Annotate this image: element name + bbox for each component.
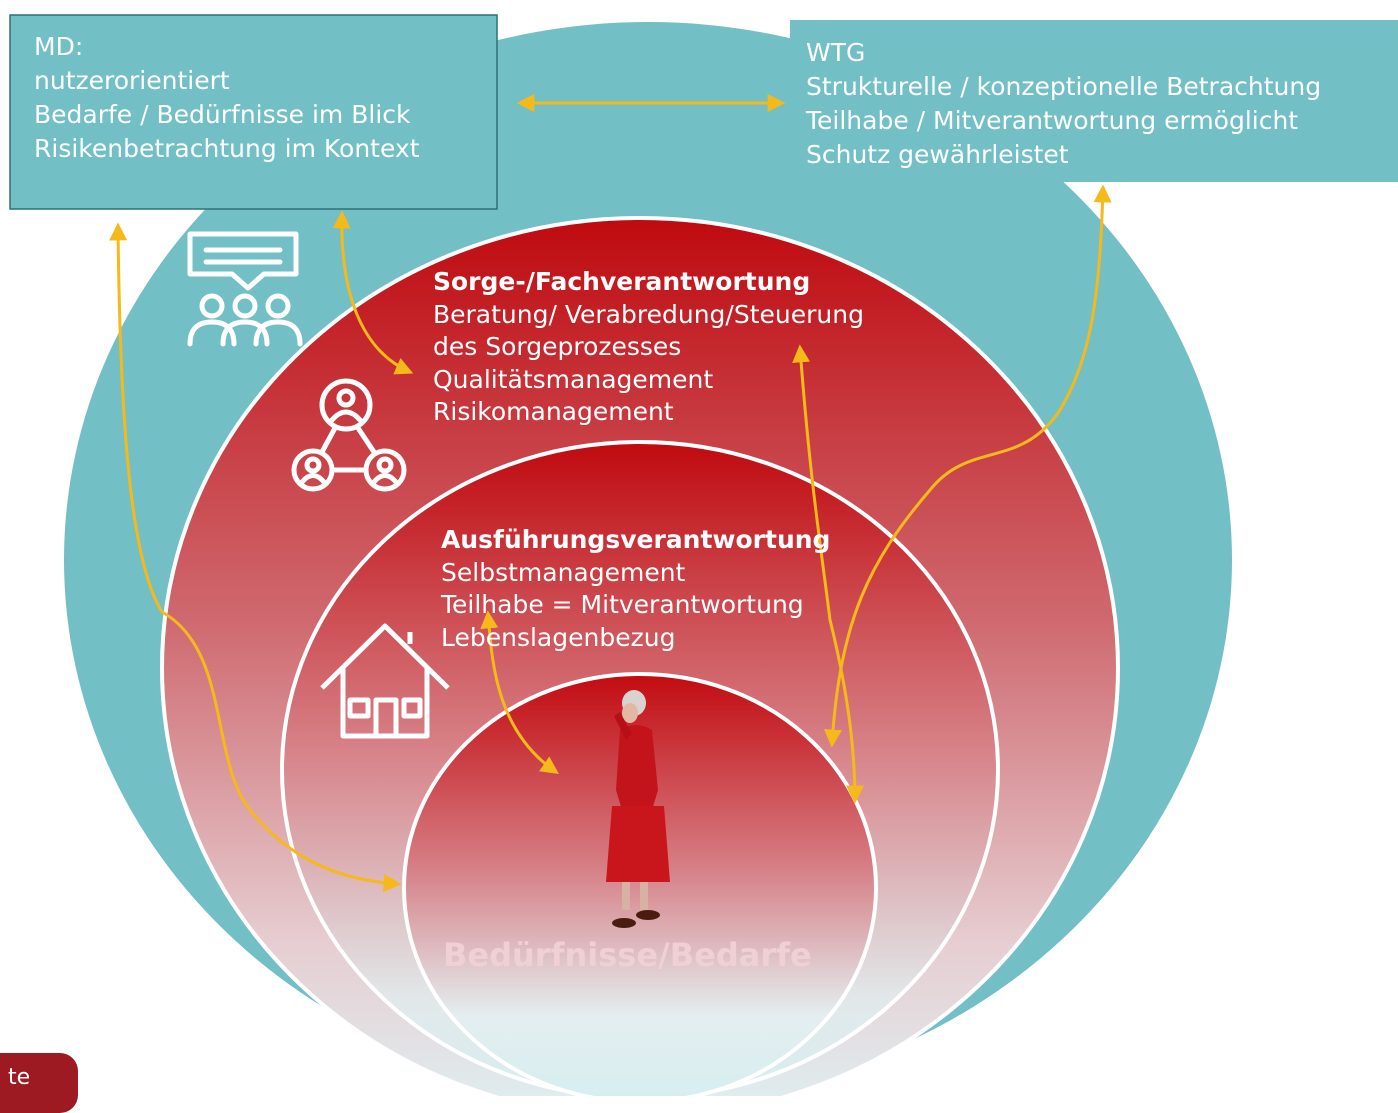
sorge-line: des Sorgeprozesses [433,332,682,361]
tab-fragment-label: te [8,1065,31,1090]
sorge-line: Qualitätsmanagement [433,364,714,394]
arrow-md-center [109,222,402,892]
person-figure [606,690,670,928]
sorge-line: Risikomanagement [433,397,674,426]
ausfuehrung-line: Selbstmanagement [441,557,686,587]
md-box-line: nutzerorientiert [34,66,230,95]
md-box-line: Risikenbetrachtung im Kontext [34,134,420,163]
ausfuehrung-line: Teilhabe = Mitverantwortung [441,590,804,619]
wtg-box-line: Schutz gewährleistet [806,140,1069,169]
arrow-sorge-center [792,344,864,804]
md-box [9,14,498,210]
sorge-line: Beratung/ Verabredung/Steuerung [433,299,864,329]
ausfuehrung-text: Ausführungsverantwortung Selbstmanagemen… [441,524,830,654]
wtg-box-line: Strukturelle / konzeptionelle Betrachtun… [806,72,1322,101]
wtg-box-text: WTG Strukturelle / konzeptionelle Betrac… [806,36,1321,172]
tab-fragment[interactable]: te [0,1053,78,1113]
sorge-text: Sorge-/Fachverantwortung Beratung/ Verab… [433,266,864,429]
arrow-md-sorge [332,210,414,375]
center-label: Bedürfnisse/Bedarfe [443,936,812,974]
sorge-heading: Sorge-/Fachverantwortung [433,267,811,296]
wtg-box-line: WTG [806,38,866,67]
md-box-line: MD: [34,32,84,61]
wtg-box [790,20,1398,182]
connector-arrows [109,94,1112,892]
ausfuehrung-line: Lebenslagenbezug [441,622,676,652]
arrow-ausf-center [480,610,559,775]
md-box-text: MD: nutzerorientiert Bedarfe / Bedürfnis… [34,30,420,166]
md-box-line: Bedarfe / Bedürfnisse im Blick [34,100,411,129]
wtg-box-line: Teilhabe / Mitverantwortung ermöglicht [806,106,1299,135]
ausfuehrung-heading: Ausführungsverantwortung [441,525,831,554]
